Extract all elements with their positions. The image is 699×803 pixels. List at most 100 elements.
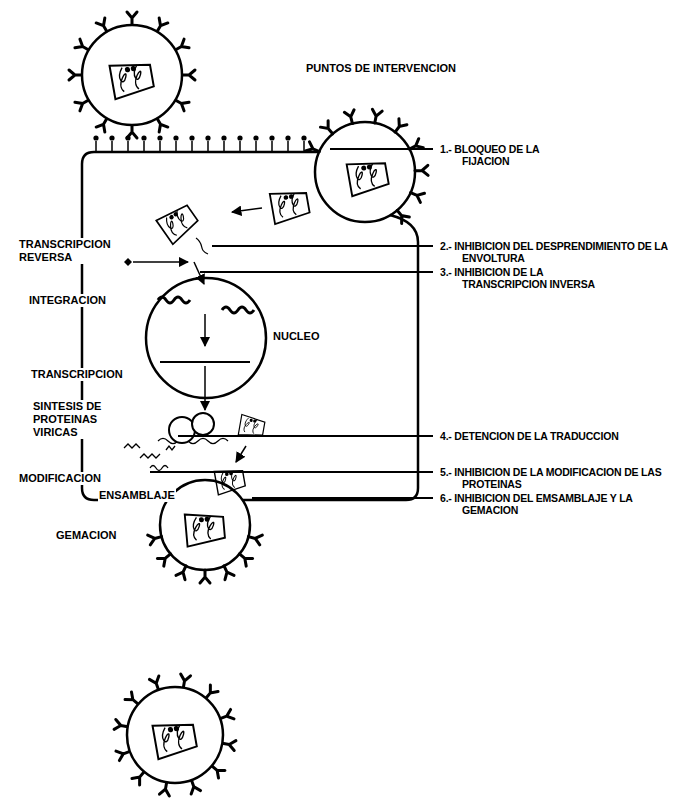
nucleus: NUCLEO (143, 275, 323, 401)
enzyme-dot (253, 419, 257, 423)
flow-arrow (133, 261, 188, 263)
leader-line (252, 497, 433, 499)
spike (320, 121, 336, 137)
step-label: MODIFICACION (18, 472, 102, 485)
heading: PUNTOS DE INTERVENCION (305, 62, 457, 75)
cell-receptors (93, 135, 306, 152)
step-label: TRANSCRIPCION REVERSA (18, 238, 120, 264)
rna-coil (243, 418, 250, 433)
capsid-shell (185, 511, 226, 546)
viral-capsid (214, 467, 246, 495)
receptor-head (109, 135, 114, 140)
intervention-point: 5.- INHIBICION DE LA MODIFICACION DE LAS… (440, 466, 699, 490)
receptor-stem (207, 141, 209, 152)
flow-arrow (204, 314, 206, 346)
receptor-head (157, 135, 162, 140)
virus-envelope (127, 687, 223, 783)
ribosome (192, 413, 214, 435)
spike (393, 207, 409, 223)
capsid-shell (153, 719, 198, 759)
viral-capsid (156, 201, 200, 244)
receptor-stem (223, 141, 225, 152)
cell-membrane (242, 215, 418, 500)
viral-capsid (270, 188, 311, 224)
capsid-shell (156, 201, 200, 244)
receptor-head (253, 135, 258, 140)
receptor-stem (271, 141, 273, 152)
receptor-stem (191, 141, 193, 152)
receptor-head (285, 135, 290, 140)
capsid-shell (347, 158, 390, 196)
receptor-head (301, 135, 306, 140)
step-label: INTEGRACION (28, 294, 107, 307)
enzyme-dot (124, 67, 130, 73)
viral-dna (124, 258, 132, 266)
leader-line (150, 471, 433, 473)
spike (200, 570, 210, 583)
spike (415, 165, 428, 175)
virus-envelope (315, 122, 415, 222)
viral-capsid (110, 59, 155, 99)
viral-rna (196, 238, 208, 254)
receptor-stem (127, 141, 129, 152)
spike (127, 12, 137, 25)
enzyme-dot (361, 165, 367, 171)
spike (157, 550, 173, 566)
receptor-stem (255, 141, 257, 152)
capsid-shell (110, 59, 155, 99)
intervention-point: 2.- INHIBICION DEL DESPRENDIMIENTO DE LA… (440, 240, 699, 264)
receptor-stem (239, 141, 241, 152)
messenger-rna (158, 439, 228, 444)
receptor-stem (95, 141, 97, 152)
step-label: SINTESIS DE PROTEINAS VIRICAS (32, 400, 124, 439)
virus-envelope (82, 25, 182, 125)
enzyme-dot (173, 726, 179, 732)
spike (236, 550, 252, 566)
leader-line (212, 245, 433, 247)
step-label: GEMACION (55, 529, 118, 542)
viral-capsid (347, 158, 390, 196)
receptor-stem (287, 141, 289, 152)
receptor-stem (143, 141, 145, 152)
intervention-point: 6.- INHIBICION DEL EMSAMBLAJE Y LA GEMAC… (440, 492, 673, 516)
spike (127, 125, 137, 138)
receptor-head (221, 135, 226, 140)
receptor-head (173, 135, 178, 140)
nucleus-outline (143, 275, 269, 401)
transcription-line (160, 361, 250, 363)
leader-line (200, 271, 433, 273)
enzyme-dot (167, 727, 173, 733)
intervention-point: 4.- DETENCION DE LA TRADUCCION (440, 430, 699, 442)
envelope-spikes (114, 674, 236, 796)
receptor-head (237, 135, 242, 140)
nucleus-membrane (146, 278, 266, 398)
enzyme-dot (173, 211, 179, 217)
node-label: NUCLEO (273, 330, 319, 343)
provirus-dna (222, 307, 254, 313)
receptor-stem (175, 141, 177, 152)
viral-protein (150, 466, 168, 471)
viral-protein (166, 446, 175, 450)
enzyme-dot (283, 195, 288, 200)
receptor-head (269, 135, 274, 140)
capsid-shell (270, 188, 311, 224)
leader-line (178, 435, 433, 437)
spike (69, 70, 82, 80)
capsid-shell (214, 467, 246, 495)
enzyme-dot (289, 194, 294, 199)
cell-membrane (82, 152, 319, 500)
step-label: ENSAMBLAJE (98, 489, 176, 502)
flow-arrow (204, 366, 206, 410)
leader-lines (150, 149, 433, 498)
intervention-point: 1.- BLOQUEO DE LA FIJACION (440, 143, 581, 167)
viral-capsid (185, 511, 226, 546)
receptor-head (141, 135, 146, 140)
flow-arrow (232, 208, 262, 212)
intervention-point: 3.- INHIBICION DE LA TRANSCRIPCION INVER… (440, 266, 613, 290)
flow-arrow (236, 446, 246, 462)
spike (182, 70, 195, 80)
receptor-head (205, 135, 210, 140)
ribosome (169, 417, 195, 443)
step-label: TRANSCRIPCION (30, 368, 124, 381)
